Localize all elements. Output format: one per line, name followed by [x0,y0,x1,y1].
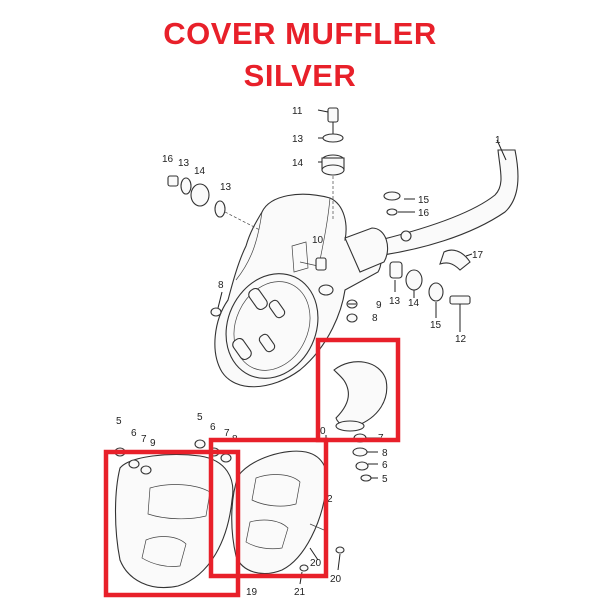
callout-21: 21 [294,587,306,598]
callout-15-right: 15 [430,320,442,331]
callout-15: 15 [418,195,430,206]
hardware-left-stack [167,175,261,231]
callout-10: 10 [312,235,324,246]
callout-13-left-b: 13 [220,182,232,193]
callout-6-mid: 6 [210,422,216,433]
callout-13: 13 [292,134,304,145]
callout-13-right: 13 [389,296,401,307]
callout-20: 20 [310,558,322,569]
callout-14-left: 14 [194,166,206,177]
callout-12: 12 [455,334,467,345]
callout-9-left: 9 [150,438,156,449]
title-line-1: COVER MUFFLER [163,16,437,51]
callout-0: 0 [320,426,326,437]
callout-6-right: 6 [382,460,388,471]
callout-6: 6 [131,428,137,439]
highlight-box-cover-left [103,449,241,598]
callout-1: 1 [495,135,501,146]
highlight-box-heat-shield [315,337,401,443]
hardware-right-stack [210,191,471,323]
callout-20-b: 20 [330,574,342,585]
callout-14-right: 14 [408,298,420,309]
small-heat-shield [333,361,388,443]
muffler-cover-right [231,447,372,574]
callout-8-right: 8 [372,313,378,324]
callout-8-right-b: 8 [382,448,388,459]
highlight-box-cover-right [208,437,329,579]
callout-5: 5 [116,416,122,427]
callout-11: 11 [292,106,303,117]
callout-16-right: 16 [418,208,430,219]
highlight-boxes [103,337,401,598]
callout-9: 9 [376,300,382,311]
callout-19: 19 [246,587,258,598]
title-line-2: SILVER [243,58,357,93]
callout-16: 16 [162,154,174,165]
muffler-body [214,193,389,388]
callout-13-left: 13 [178,158,190,169]
callout-17: 17 [472,250,484,261]
callout-5-right: 5 [382,474,388,485]
callout-5-mid: 5 [197,412,203,423]
callout-8: 8 [218,280,224,291]
callout-7-mid: 7 [224,428,230,439]
callout-2: 2 [327,494,333,505]
hardware-top-stack [321,107,345,220]
callout-7: 7 [141,434,147,445]
callout-14: 14 [292,158,304,169]
muffler-cover-left [114,439,234,588]
